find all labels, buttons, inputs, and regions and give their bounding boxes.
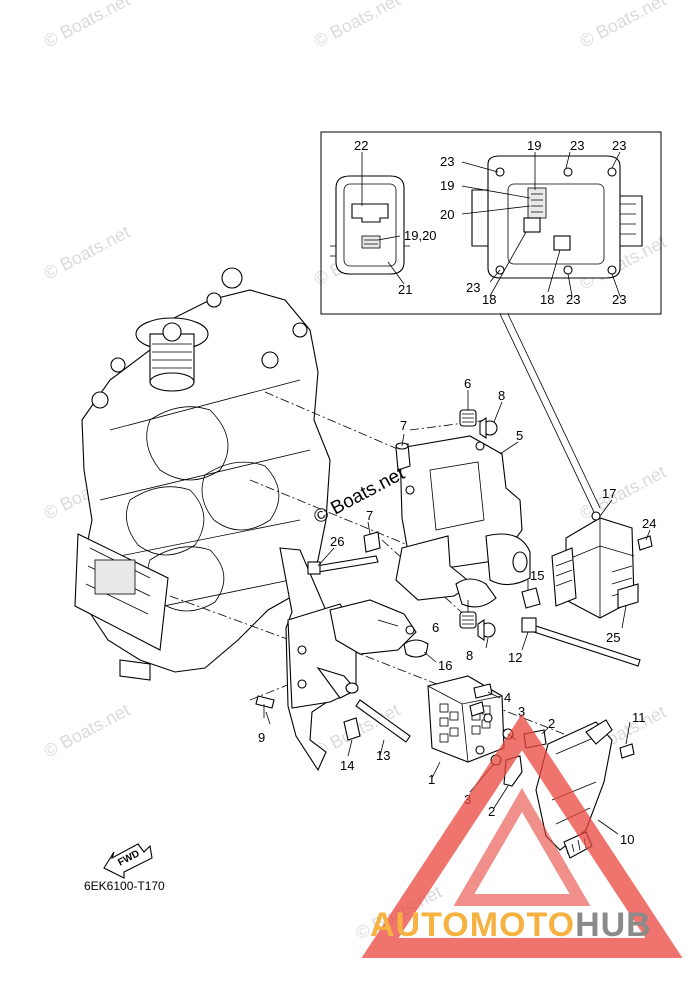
watermark: © Boats.net <box>310 0 403 52</box>
inset-callout-18: 18 <box>540 292 554 307</box>
engine-block <box>74 267 331 681</box>
logo-triangle <box>361 713 683 958</box>
inset-callout-21: 21 <box>398 282 412 297</box>
callout-5: 5 <box>516 428 523 443</box>
clip <box>343 717 361 741</box>
callout-2: 2 <box>488 804 495 819</box>
screw <box>619 743 635 759</box>
clip <box>521 587 541 609</box>
cable-tie <box>533 625 641 667</box>
callout-8: 8 <box>466 648 473 663</box>
callout-layer: 6 8 7 5 7 26 17 24 15 6 8 12 25 16 4 9 3… <box>258 376 656 847</box>
callout-7: 7 <box>400 418 407 433</box>
callout-26: 26 <box>330 534 344 549</box>
lower-bracket <box>279 547 417 772</box>
callout-15: 15 <box>530 568 544 583</box>
screw <box>637 535 653 551</box>
brand-wordmark: AUTOMOTOHUB <box>370 906 652 944</box>
diagram-code: 6EK6100-T170 <box>84 879 165 893</box>
callout-10: 10 <box>620 832 634 847</box>
inset-detail: 22 19 23 23 23 19 20 19,20 21 23 18 18 2… <box>320 131 662 315</box>
inset-callout-19-20: 19,20 <box>404 228 437 243</box>
inset-callout-23: 23 <box>466 280 480 295</box>
inset-callout-23: 23 <box>570 138 584 153</box>
callout-17: 17 <box>602 486 616 501</box>
inset-callout-23: 23 <box>440 154 454 169</box>
inset-callout-23: 23 <box>566 292 580 307</box>
inset-callout-20: 20 <box>440 207 454 222</box>
watermark: © Boats.net <box>576 0 669 52</box>
inset-callout-22: 22 <box>354 138 368 153</box>
inset-callout-19: 19 <box>440 178 454 193</box>
watermark: © Boats.net <box>40 700 133 762</box>
callout-11: 11 <box>632 710 646 725</box>
clamp <box>403 639 429 658</box>
watermark: © Boats.net <box>40 222 133 284</box>
callout-2: 2 <box>548 716 555 731</box>
cable-tie <box>315 555 379 573</box>
callout-25: 25 <box>606 630 620 645</box>
fwd-arrow: FWD <box>103 843 153 879</box>
collar <box>363 531 381 553</box>
inset-callout-23: 23 <box>612 292 626 307</box>
cdi-unit <box>551 511 635 619</box>
upper-bracket <box>395 435 531 608</box>
cdi-unit-detail <box>471 155 643 279</box>
callout-9: 9 <box>258 730 265 745</box>
brand-part-2: HUB <box>575 906 652 944</box>
callout-6: 6 <box>464 376 471 391</box>
screw <box>469 701 485 717</box>
brand-logo: AUTOMOTOHUB <box>361 713 683 958</box>
callout-1: 1 <box>428 772 435 787</box>
inset-callout-18: 18 <box>482 292 496 307</box>
inset-callout-19: 19 <box>527 138 541 153</box>
callout-16: 16 <box>438 658 452 673</box>
callout-6: 6 <box>432 620 439 635</box>
inset-callout-23: 23 <box>612 138 626 153</box>
cable-tie <box>355 699 411 743</box>
brand-part-1: AUTOMOTO <box>370 906 575 944</box>
callout-4: 4 <box>504 690 511 705</box>
callout-13: 13 <box>376 748 390 763</box>
rectifier-unit <box>427 675 505 763</box>
bolt <box>255 695 275 709</box>
callout-12: 12 <box>508 650 522 665</box>
callout-14: 14 <box>340 758 354 773</box>
label-sticker <box>617 583 639 609</box>
watermark: © Boats.net <box>40 0 133 52</box>
callout-8: 8 <box>498 388 505 403</box>
callout-3: 3 <box>518 704 525 719</box>
connector-detail <box>330 175 410 275</box>
watermark: © Boats.net <box>576 462 669 524</box>
callout-7: 7 <box>366 508 373 523</box>
callout-24: 24 <box>642 516 656 531</box>
